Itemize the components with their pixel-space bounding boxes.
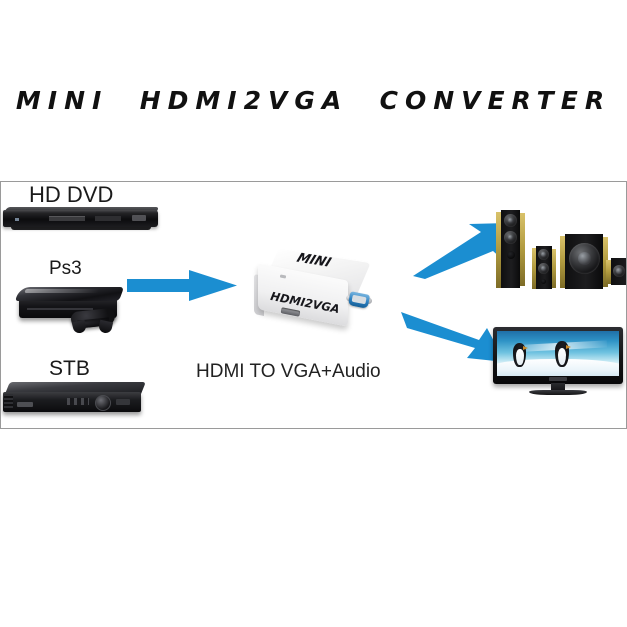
dvd-player-image [3, 207, 160, 233]
dvd-disc-tray [49, 216, 85, 221]
tower-gold-left [496, 212, 501, 288]
subwoofer-driver [569, 243, 600, 274]
television-image [493, 327, 625, 401]
tv-snow-field [497, 358, 619, 376]
center-gold-left [606, 260, 611, 284]
penguin-belly [558, 347, 567, 365]
tv-penguin-left [513, 343, 528, 367]
tv-brand-badge [549, 377, 567, 381]
tower-driver-top [504, 214, 517, 227]
satellite-port [541, 279, 546, 284]
converter-caption: HDMI TO VGA+Audio [196, 361, 381, 382]
arrow-sources-to-converter [127, 270, 237, 301]
dvd-logo-badge [132, 215, 146, 221]
tower-driver-mid [504, 231, 517, 244]
tv-stand-base [529, 390, 587, 395]
dvd-display [95, 216, 121, 221]
satellite-gold-right [552, 249, 556, 288]
stb-right-badge [116, 399, 130, 405]
speaker-system-image [484, 210, 626, 307]
penguin-belly [516, 349, 524, 366]
center-driver-left [613, 265, 625, 277]
tower-cabinet [501, 210, 520, 288]
arrow-converter-to-speakers [413, 223, 509, 279]
dvd-power-led [15, 218, 19, 221]
tower-bass-port [507, 251, 515, 259]
satellite-gold-left [532, 248, 536, 289]
vga-connector-icon [345, 289, 374, 312]
ps3-disc-slot [27, 308, 93, 310]
set-top-box-image [3, 382, 148, 422]
stb-side-vent [4, 394, 13, 408]
stb-logo-badge [17, 402, 33, 407]
tv-stand-neck [551, 383, 565, 392]
page-title: MINI HDMI2VGA CONVERTER [15, 86, 612, 115]
ps3-controller-grip-left [71, 319, 88, 335]
label-hd-dvd: HD DVD [29, 182, 114, 207]
satellite-driver-bottom [538, 263, 549, 274]
hdmi2vga-converter-image: MINI HDMI2VGA [254, 245, 384, 340]
penguin-beak [565, 344, 571, 349]
stb-front-buttons [67, 398, 89, 405]
subwoofer-gold-right [603, 237, 608, 287]
ps3-console-image [15, 283, 133, 335]
label-stb: STB [49, 357, 90, 380]
satellite-driver-top [538, 249, 549, 260]
ps3-gloss-highlight [24, 289, 100, 293]
penguin-beak [522, 346, 528, 351]
diagram-panel: HD DVD Ps3 STB MINI [0, 181, 627, 429]
tv-penguin-right [555, 341, 571, 367]
tv-screen [497, 331, 619, 376]
dvd-base-shadow [11, 227, 151, 230]
subwoofer-gold-left [560, 236, 565, 288]
stb-rotary-dial [95, 395, 111, 411]
tower-gold-right [520, 213, 525, 286]
ps3-controller-grip-right [97, 319, 114, 335]
arrow-converter-to-tv [401, 312, 505, 362]
label-ps3: Ps3 [49, 258, 82, 279]
